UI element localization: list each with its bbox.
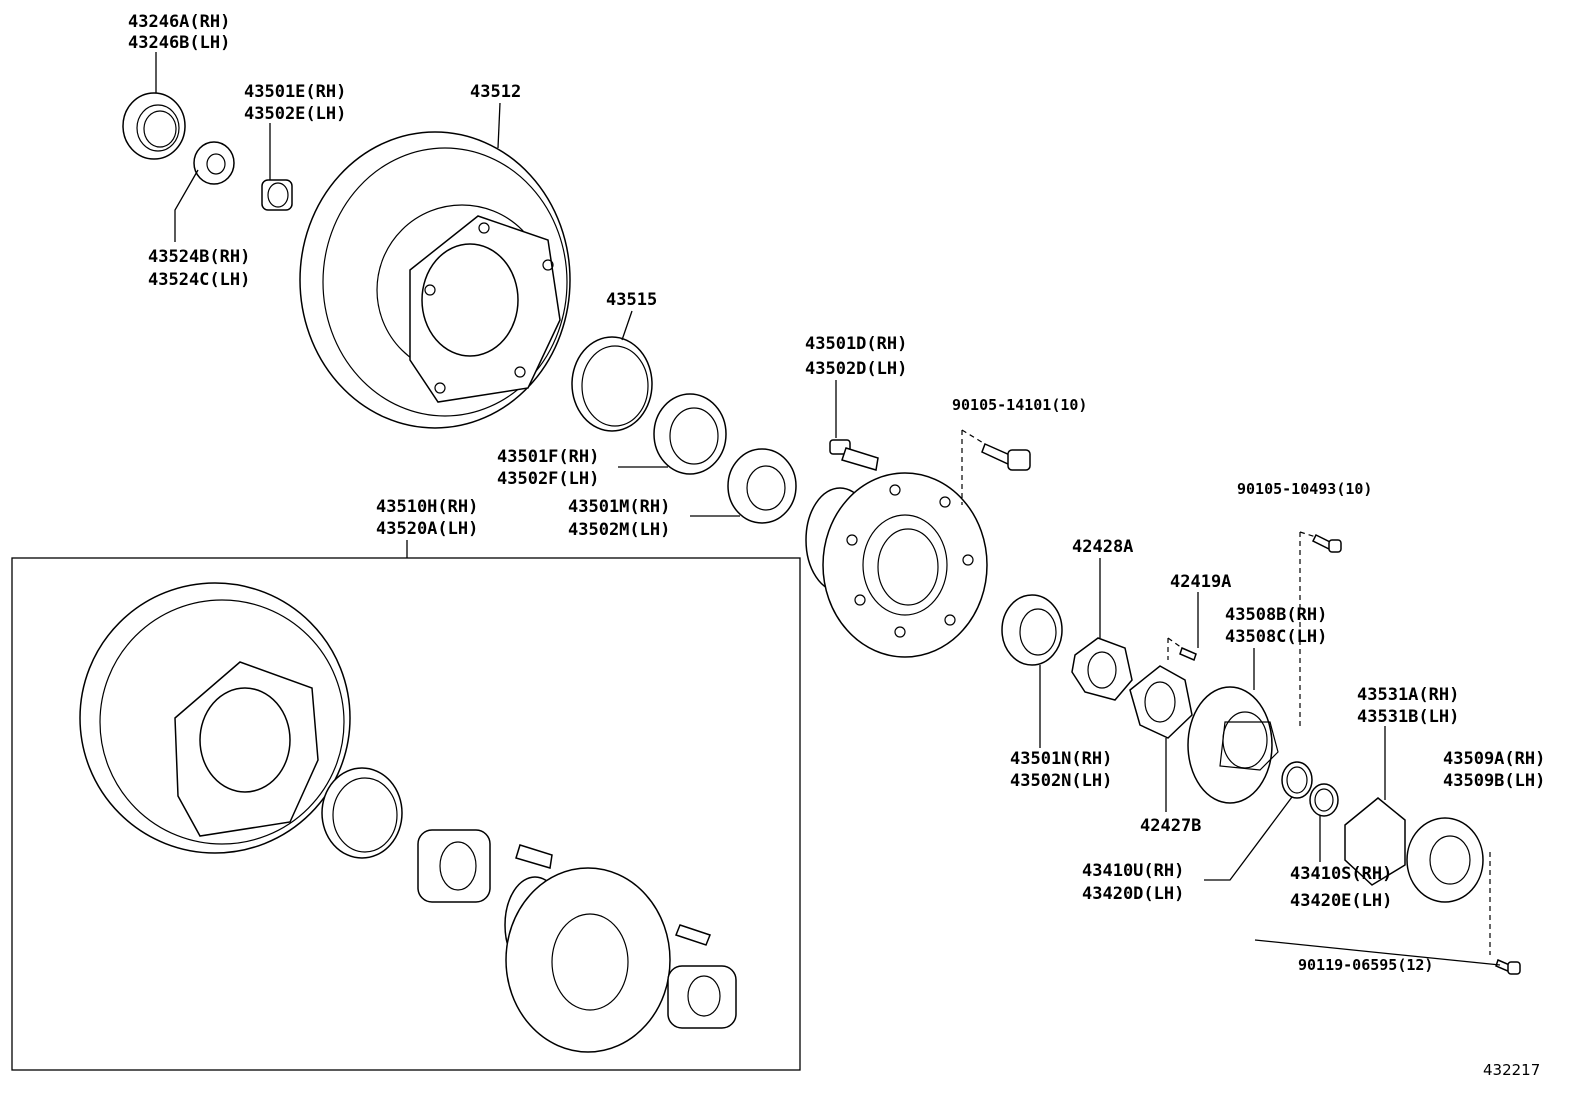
label-43246a: 43246A(RH)	[128, 12, 230, 32]
label-43509a: 43509A(RH)	[1443, 749, 1545, 769]
figure-reference-number: 432217	[1483, 1061, 1540, 1079]
hub-assy-43509a	[1406, 817, 1484, 903]
label-43501e: 43501E(RH)	[244, 82, 346, 102]
flange-43508b	[1187, 686, 1279, 804]
bearing-43501e	[261, 179, 293, 211]
brake-disc-43512	[299, 131, 571, 429]
label-43509b: 43509B(LH)	[1443, 771, 1545, 791]
label-43520a: 43520A(LH)	[376, 519, 478, 539]
label-43501f: 43501F(RH)	[497, 447, 599, 467]
label-43531b: 43531B(LH)	[1357, 707, 1459, 727]
label-43420d: 43420D(LH)	[1082, 884, 1184, 904]
label-43410s: 43410S(RH)	[1290, 864, 1392, 884]
label-43246b: 43246B(LH)	[128, 33, 230, 53]
axle-hub-main	[805, 472, 988, 658]
label-43512: 43512	[470, 82, 521, 102]
ring-43410s	[1309, 783, 1339, 817]
bolt-90119-06595	[1495, 958, 1521, 975]
screw-42419a	[1179, 646, 1197, 662]
label-43508c: 43508C(LH)	[1225, 627, 1327, 647]
label-43508b: 43508B(RH)	[1225, 605, 1327, 625]
bearing-43501n	[1001, 594, 1063, 666]
ring-43515	[571, 336, 653, 432]
leader-lines	[155, 52, 1501, 966]
label-43524c: 43524C(LH)	[148, 270, 250, 290]
plate-42428a	[1071, 637, 1133, 701]
label-43502n: 43502N(LH)	[1010, 771, 1112, 791]
label-43410u: 43410U(RH)	[1082, 861, 1184, 881]
bearing-cup-43501f	[653, 393, 727, 475]
label-43510h: 43510H(RH)	[376, 497, 478, 517]
label-43502m: 43502M(LH)	[568, 520, 670, 540]
label-42427b: 42427B	[1140, 816, 1201, 836]
bearing-43501m	[727, 448, 797, 524]
oil-seal-43246	[122, 92, 186, 160]
label-43501n: 43501N(RH)	[1010, 749, 1112, 769]
lock-washer-42427b	[1129, 665, 1193, 739]
washer-43524	[193, 141, 235, 185]
inset-drawing	[79, 582, 737, 1053]
label-43501m: 43501M(RH)	[568, 497, 670, 517]
label-43502e: 43502E(LH)	[244, 104, 346, 124]
label-42419a: 42419A	[1170, 572, 1231, 592]
inset-box	[11, 557, 801, 1071]
label-43502d: 43502D(LH)	[805, 359, 907, 379]
label-43515: 43515	[606, 290, 657, 310]
label-43501d: 43501D(RH)	[805, 334, 907, 354]
bolt-90105-14101	[981, 442, 1031, 471]
bolt-90105-10493	[1311, 533, 1342, 553]
label-43531a: 43531A(RH)	[1357, 685, 1459, 705]
label-90105-10493: 90105-10493(10)	[1237, 480, 1372, 498]
label-43524b: 43524B(RH)	[148, 247, 250, 267]
label-43420e: 43420E(LH)	[1290, 891, 1392, 911]
label-43502f: 43502F(LH)	[497, 469, 599, 489]
label-90119-06595: 90119-06595(12)	[1298, 956, 1433, 974]
hub-bolt-43501d	[829, 439, 879, 471]
gasket-43531a	[1344, 797, 1406, 886]
snap-ring-43410u	[1281, 761, 1313, 799]
label-42428a: 42428A	[1072, 537, 1133, 557]
label-90105-14101: 90105-14101(10)	[952, 396, 1087, 414]
